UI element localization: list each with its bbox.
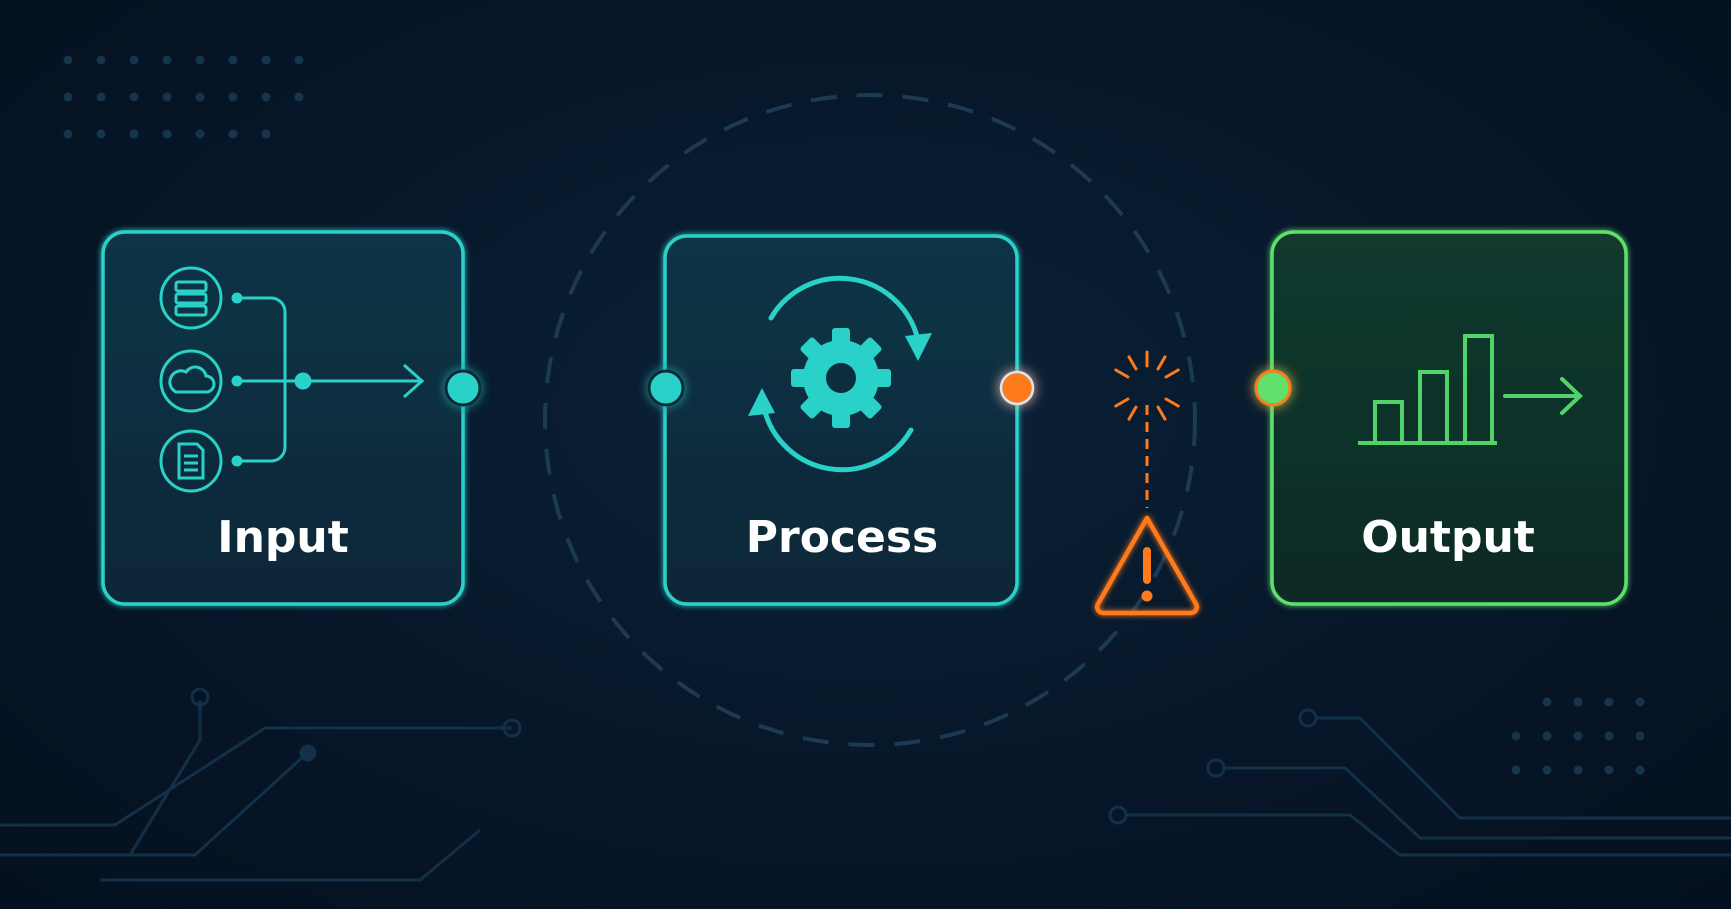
grid-dot [129,129,139,139]
grid-dot [1542,765,1552,775]
node-output[interactable]: Output [1270,230,1628,606]
grid-dot [1542,731,1552,741]
grid-dot [162,92,172,102]
port-process-in[interactable] [647,369,685,407]
grid-dot [228,129,238,139]
grid-dot [63,55,73,65]
spark-line [1164,397,1180,408]
grid-dot [96,129,106,139]
port-input-out[interactable] [444,369,482,407]
break-spark [1114,350,1180,421]
grid-dot [1635,765,1645,775]
spark-line [1156,405,1167,421]
grid-dot [1604,697,1614,707]
grid-dot [1573,697,1583,707]
grid-dot [63,129,73,139]
grid-dot [1542,697,1552,707]
grid-dot [96,92,106,102]
grid-dot [96,55,106,65]
grid-dot [294,92,304,102]
grid-dot [1635,697,1645,707]
node-input[interactable]: Input [101,230,465,606]
sync-arrows-icon [761,275,921,473]
spark-line [1114,397,1130,408]
output-label: Output [1361,512,1535,563]
grid-dot [1604,765,1614,775]
port-output-in[interactable] [1254,369,1292,407]
dot-grid-bottom-right [1511,697,1645,775]
grid-dot [261,92,271,102]
document-icon [159,429,223,493]
grid-dot [63,92,73,102]
grid-dot [261,55,271,65]
grid-dot [1573,731,1583,741]
sync-arrowhead-top [905,333,932,361]
circuit-traces-left [0,687,522,882]
edge-input-process[interactable] [444,369,685,407]
grid-dot [261,129,271,139]
output-arrow-icon [1503,377,1583,415]
grid-dot [1635,731,1645,741]
dashed-orbit-ring [543,93,1197,747]
grid-dot [195,129,205,139]
grid-dot [195,92,205,102]
edge-process-output[interactable] [999,350,1292,508]
spark-line [1156,355,1167,371]
grid-dot [228,92,238,102]
grid-dot [129,55,139,65]
bar-chart-icon [1358,334,1497,445]
grid-dot [1511,731,1521,741]
process-label: Process [746,512,938,563]
gear-icon [791,328,891,428]
cloud-icon [159,349,223,413]
circuit-traces-right [1108,708,1731,857]
grid-dot [195,55,205,65]
spark-line [1127,405,1138,421]
warning-icon[interactable] [1094,515,1200,616]
grid-dot [1511,765,1521,775]
grid-dot [1573,765,1583,775]
input-label: Input [217,512,349,563]
spark-line [1114,368,1130,379]
grid-dot [294,55,304,65]
grid-dot [228,55,238,65]
input-merge-connector [231,292,425,467]
grid-dot [129,92,139,102]
dot-grid-top-left [63,55,304,139]
port-process-out[interactable] [999,370,1035,406]
grid-dot [1604,731,1614,741]
spark-line [1164,368,1180,379]
node-process[interactable]: Process [663,234,1019,606]
grid-dot [162,55,172,65]
grid-dot [162,129,172,139]
sync-arrowhead-bottom [748,388,775,416]
spark-line [1127,355,1138,371]
server-icon [159,266,223,330]
